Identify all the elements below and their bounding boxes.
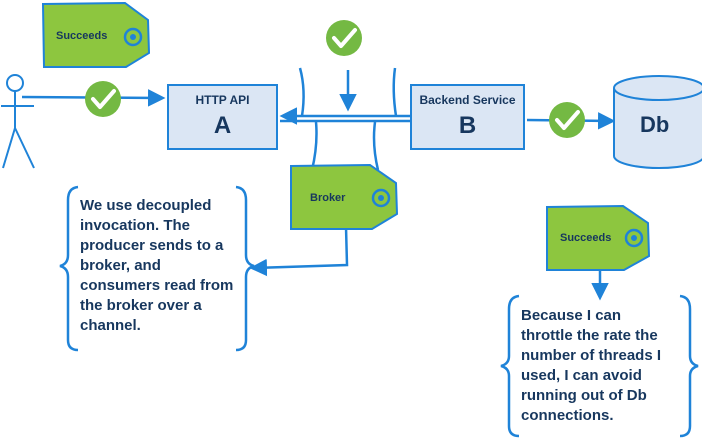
tag-icon xyxy=(546,204,651,271)
note-line: connections. xyxy=(521,407,614,424)
broker-channel xyxy=(279,67,410,171)
note-line: throttle the rate the xyxy=(521,327,658,344)
note-line: We use decoupled xyxy=(80,197,212,214)
decoupled-invocation-note: We use decoupled invocation. The produce… xyxy=(80,196,233,336)
brace-icon xyxy=(59,185,255,352)
node-letter: B xyxy=(458,112,477,139)
node-letter: A xyxy=(213,112,232,139)
note-line: the broker over a xyxy=(80,297,202,314)
note-line: invocation. The xyxy=(80,217,191,234)
succeeds-tag-label: Succeeds xyxy=(56,30,108,42)
broker-to-note-arrow xyxy=(249,226,349,277)
note-line: number of threads I xyxy=(521,347,662,364)
node-label: HTTP API xyxy=(195,93,250,107)
http-api-node: HTTP API A xyxy=(167,84,278,150)
check-icon xyxy=(85,81,121,117)
broker-tag-icon xyxy=(290,163,399,230)
throttling-note: Because I can throttle the rate the numb… xyxy=(521,306,661,426)
note-line: Because I can xyxy=(521,307,622,324)
database-label: Db xyxy=(640,112,670,137)
note-line: used, I can avoid xyxy=(521,367,642,384)
note-line: running out of Db xyxy=(521,387,647,404)
user-stick-figure-icon xyxy=(1,74,35,169)
database-icon xyxy=(613,75,702,169)
broker-tag-label: Broker xyxy=(310,192,346,204)
tag-icon xyxy=(41,1,151,68)
note-line: consumers read from xyxy=(80,277,234,294)
note-line: broker, and xyxy=(80,257,161,274)
succeeds-tag-label: Succeeds xyxy=(560,232,612,244)
check-icon xyxy=(549,102,585,138)
check-icon xyxy=(326,20,362,56)
note-line: producer sends to a xyxy=(80,237,224,254)
backend-service-node: Backend Service B xyxy=(410,84,525,150)
node-label: Backend Service xyxy=(419,93,516,107)
note-line: channel. xyxy=(80,317,141,334)
brace-icon xyxy=(500,294,699,438)
